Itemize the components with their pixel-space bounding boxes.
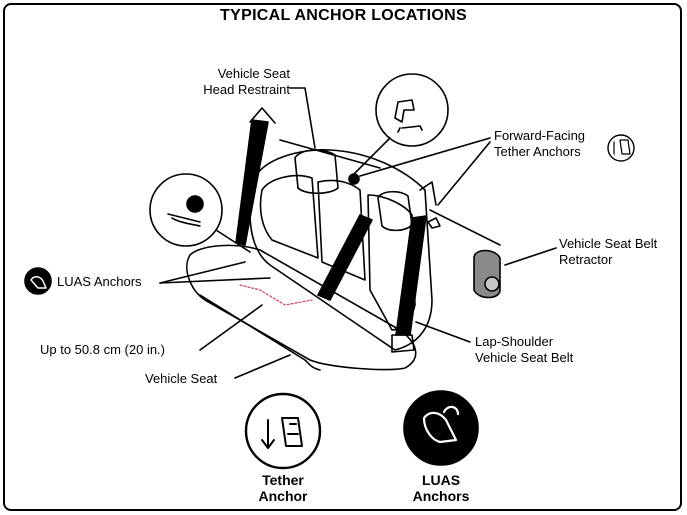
tether-label-icon-detail bbox=[613, 139, 631, 155]
magnifier-tether-detail bbox=[394, 99, 423, 133]
leader-distance bbox=[199, 304, 263, 351]
magnifier-tether bbox=[375, 73, 449, 147]
luas-label-icon bbox=[24, 267, 52, 295]
right-belt-loop bbox=[419, 181, 437, 206]
magnifier-luas-badge bbox=[186, 195, 204, 213]
leader-head-restraint bbox=[289, 87, 316, 149]
leader-retractor bbox=[504, 247, 557, 266]
luas-label-icon-detail bbox=[30, 276, 47, 289]
seat-back-cushion-right bbox=[367, 194, 416, 331]
label-head-restraint-line2: Head Restraint bbox=[203, 82, 290, 97]
luas-anchor-icon-detail bbox=[422, 405, 460, 444]
label-retractor: Vehicle Seat Belt Retractor bbox=[559, 236, 657, 268]
left-belt-loop bbox=[249, 107, 276, 124]
label-vehicle-seat: Vehicle Seat bbox=[145, 371, 218, 386]
leader-luas-2 bbox=[159, 277, 271, 284]
seat-back-cushion-middle bbox=[317, 179, 366, 281]
label-retractor-line1: Vehicle Seat Belt bbox=[559, 236, 658, 251]
legend-tether-line1: Tether bbox=[262, 472, 304, 488]
leader-tether-2 bbox=[437, 141, 491, 206]
luas-marker-lines bbox=[239, 284, 313, 306]
magnifier-tether-line bbox=[351, 137, 391, 177]
luas-anchor-icon bbox=[403, 390, 479, 466]
head-restraint-left bbox=[294, 149, 339, 195]
label-luas-anchors: LUAS Anchors bbox=[57, 274, 142, 289]
label-tether-anchors: Forward-Facing Tether Anchors bbox=[494, 128, 585, 160]
tether-label-icon bbox=[607, 134, 635, 162]
left-shoulder-belt bbox=[235, 119, 269, 246]
diagram-frame bbox=[3, 3, 682, 511]
head-tether-anchor bbox=[348, 173, 360, 185]
label-retractor-line2: Retractor bbox=[559, 252, 613, 267]
label-lap-shoulder: Lap-Shoulder Vehicle Seat Belt bbox=[475, 334, 573, 366]
leader-lap bbox=[415, 321, 471, 343]
retractor-spool bbox=[484, 276, 500, 292]
seat-bottom-front bbox=[199, 294, 321, 371]
seat-bottom-outline bbox=[186, 244, 417, 371]
tether-anchor-icon bbox=[244, 392, 322, 470]
legend-luas-line2: Anchors bbox=[412, 488, 470, 504]
legend-tether: Tether Anchor bbox=[243, 472, 323, 504]
tether-anchor-icon-detail bbox=[261, 417, 303, 449]
label-tether-line1: Forward-Facing bbox=[494, 128, 586, 143]
leader-tether-1 bbox=[359, 137, 491, 177]
label-distance: Up to 50.8 cm (20 in.) bbox=[40, 342, 165, 357]
leader-luas-1 bbox=[159, 261, 246, 284]
magnifier-luas-detail bbox=[167, 213, 201, 227]
right-belt-buckle bbox=[391, 334, 415, 353]
magnifier-luas-line bbox=[215, 229, 251, 253]
rear-shelf-line bbox=[429, 209, 501, 246]
label-lap-line1: Lap-Shoulder bbox=[475, 334, 554, 349]
legend-luas: LUAS Anchors bbox=[401, 472, 481, 504]
magnifier-luas bbox=[149, 173, 223, 247]
rear-shelf-line-upper bbox=[279, 139, 381, 169]
legend-tether-line2: Anchor bbox=[258, 488, 308, 504]
middle-belt bbox=[317, 214, 373, 301]
label-head-restraint-line1: Vehicle Seat bbox=[217, 66, 290, 81]
seat-back-cushion-left bbox=[259, 174, 319, 259]
diagram-title: TYPICAL ANCHOR LOCATIONS bbox=[220, 7, 467, 24]
label-lap-line2: Vehicle Seat Belt bbox=[475, 350, 574, 365]
shelf-tether-anchor bbox=[427, 217, 441, 229]
label-tether-line2: Tether Anchors bbox=[494, 144, 581, 159]
right-shoulder-belt bbox=[395, 215, 427, 336]
leader-seat bbox=[234, 354, 291, 379]
legend-luas-line1: LUAS bbox=[421, 472, 461, 488]
label-head-restraint: Vehicle Seat Head Restraint bbox=[190, 66, 290, 98]
